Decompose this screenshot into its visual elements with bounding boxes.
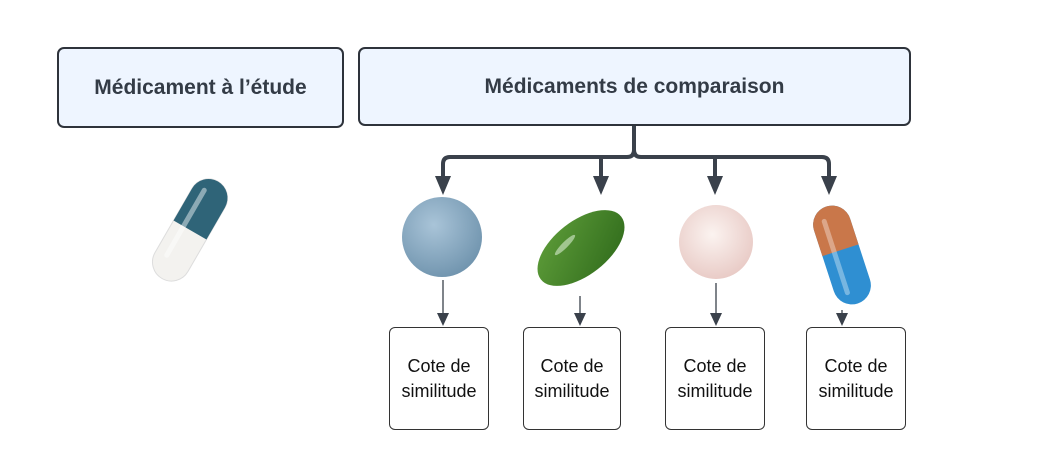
similarity-score-box-1: Cote de similitude <box>389 327 489 430</box>
green-oval-softgel <box>537 210 625 286</box>
score-label: similitude <box>818 380 894 401</box>
score-label: similitude <box>677 380 753 401</box>
similarity-score-box-4: Cote de similitude <box>806 327 906 430</box>
comparators-label: Médicaments de comparaison <box>484 74 785 98</box>
study-drug-capsule <box>152 178 228 282</box>
score-label: similitude <box>534 380 610 401</box>
score-label: Cote de <box>824 355 888 376</box>
comparators-header: Médicaments de comparaison <box>358 47 911 126</box>
connector-tree <box>441 126 831 178</box>
score-label: Cote de <box>407 355 471 376</box>
arrowheads <box>435 176 837 195</box>
pink-round-tablet <box>679 205 753 279</box>
score-label: Cote de <box>540 355 604 376</box>
blue-round-tablet <box>402 197 482 277</box>
similarity-score-box-3: Cote de similitude <box>665 327 765 430</box>
score-label: similitude <box>401 380 477 401</box>
similarity-score-box-2: Cote de similitude <box>523 327 621 430</box>
thin-arrows <box>442 280 843 315</box>
study-drug-label: Médicament à l’étude <box>94 75 307 99</box>
study-drug-header: Médicament à l’étude <box>57 47 344 128</box>
orange-blue-capsule <box>813 205 871 305</box>
score-label: Cote de <box>683 355 747 376</box>
